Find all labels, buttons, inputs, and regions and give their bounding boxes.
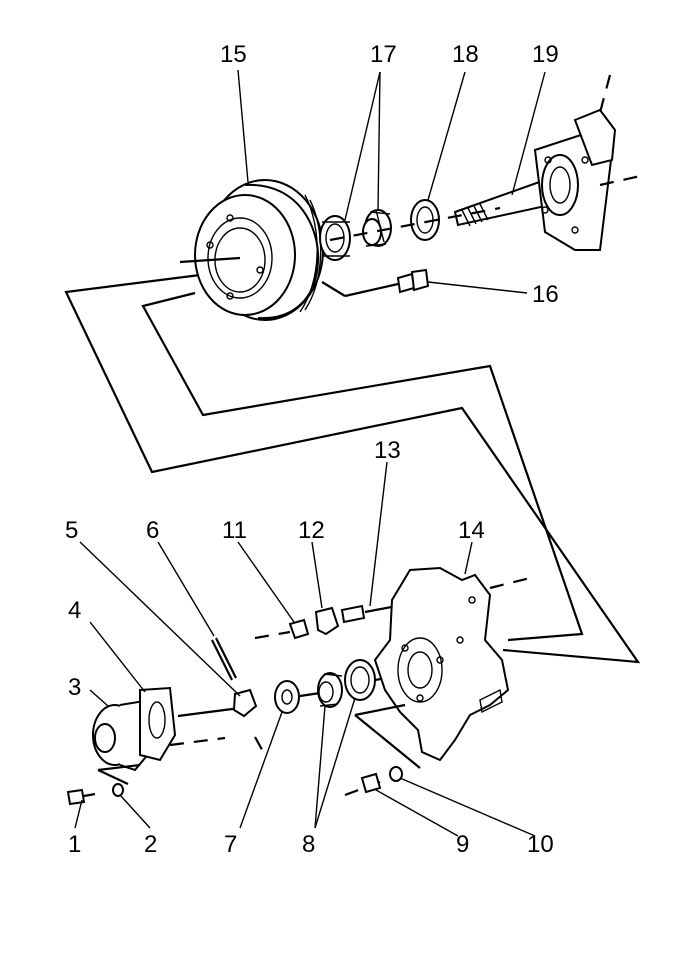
label-4: 4 [68, 597, 81, 624]
spindle [453, 108, 617, 251]
label-8: 8 [302, 831, 315, 858]
bracket-line-3 [354, 714, 421, 769]
spindle-nut [232, 688, 258, 718]
nut-9 [360, 772, 382, 794]
inner-bearing [317, 672, 343, 708]
label-5: 5 [65, 517, 78, 544]
label-19: 19 [532, 41, 559, 68]
washer-7 [274, 680, 300, 714]
label-7: 7 [224, 831, 237, 858]
frame-outline [64, 273, 641, 664]
label-6: 6 [146, 517, 159, 544]
brake-drum [194, 179, 324, 321]
label-10: 10 [527, 831, 554, 858]
label-3: 3 [68, 674, 81, 701]
label-1: 1 [68, 831, 81, 858]
label-15: 15 [220, 41, 247, 68]
washer-2 [112, 783, 124, 797]
stud-13 [340, 604, 366, 624]
bracket-line-2 [97, 763, 141, 772]
outer-bearing [362, 209, 392, 247]
washer-12 [314, 606, 340, 636]
oil-seal [410, 199, 440, 241]
leader-lines [74, 69, 546, 837]
upper-centerline-right [489, 576, 531, 590]
bolt-16 [396, 268, 430, 294]
bracket-line [97, 769, 129, 785]
label-11: 11 [222, 517, 247, 544]
upper-centerline-left [254, 630, 291, 640]
label-14: 14 [458, 517, 485, 544]
top-centerline [179, 74, 646, 298]
washer-10 [389, 766, 403, 782]
label-17: 17 [370, 41, 397, 68]
inner-bearing-race [344, 659, 376, 701]
label-2: 2 [144, 831, 157, 858]
label-16: 16 [532, 281, 559, 308]
steering-knuckle [373, 566, 510, 762]
label-13: 13 [374, 437, 401, 464]
label-18: 18 [452, 41, 479, 68]
nut-11 [288, 618, 310, 640]
label-9: 9 [456, 831, 469, 858]
label-12: 12 [298, 517, 325, 544]
shield-plate [139, 686, 177, 762]
bracket-line-4 [354, 703, 406, 717]
bolt-1 [66, 788, 96, 806]
cotter-pin [211, 637, 237, 681]
